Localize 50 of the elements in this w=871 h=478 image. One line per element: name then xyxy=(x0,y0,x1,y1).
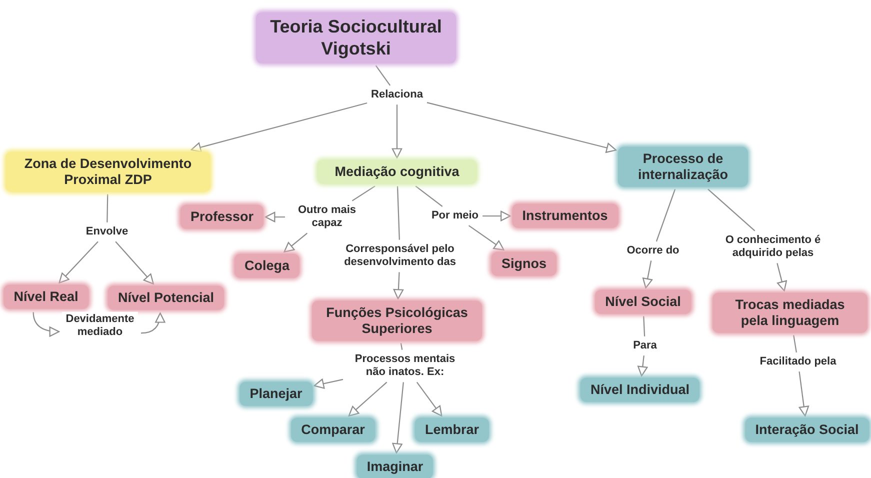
connector-line xyxy=(400,343,403,350)
linking-phrase: Facilitado pela xyxy=(758,354,838,370)
arrow xyxy=(416,382,442,416)
connector-line xyxy=(352,186,376,202)
arrow xyxy=(284,232,308,252)
arrow xyxy=(392,104,402,158)
connector-line xyxy=(793,335,797,352)
concept-box: Planejar xyxy=(240,382,312,406)
arrow xyxy=(348,382,388,416)
arrow xyxy=(426,102,617,153)
connector-line xyxy=(656,189,676,242)
concept-box: Professor xyxy=(180,204,264,230)
arrow xyxy=(190,102,368,152)
concept-box: Interação Social xyxy=(745,418,869,442)
arrow xyxy=(314,378,344,389)
concept-box: Imaginar xyxy=(356,454,434,478)
concept-box: Nível Real xyxy=(4,284,88,310)
concept-box: Comparar xyxy=(291,418,375,442)
arrow xyxy=(482,210,511,222)
concept-box: Mediação cognitiva xyxy=(317,160,477,184)
arrow xyxy=(58,241,98,284)
arrow xyxy=(776,263,787,292)
arrow xyxy=(468,225,504,250)
connector-line xyxy=(375,65,391,86)
connector-line xyxy=(396,186,400,240)
concept-box: Colega xyxy=(234,254,300,278)
concept-box: Nível Individual xyxy=(580,378,700,402)
arrow xyxy=(638,356,648,376)
connector-line xyxy=(643,316,646,336)
arrow xyxy=(393,272,404,300)
concept-box: Signos xyxy=(492,252,556,276)
concept-box: Processo de internalização xyxy=(618,146,748,188)
concept-box: Funções Psicológicas Superiores xyxy=(312,300,482,342)
arrow xyxy=(32,312,60,336)
arrow xyxy=(115,241,154,284)
concept-box: Zona de Desenvolvimento Proximal ZDP xyxy=(6,152,210,192)
arrow xyxy=(140,312,165,334)
arrow xyxy=(798,372,810,416)
concept-box: Trocas mediadas pela linguagem xyxy=(712,292,868,334)
concept-box: Instrumentos xyxy=(512,204,618,228)
title-box: Teoria Sociocultural Vigotski xyxy=(256,12,456,64)
connector-line xyxy=(106,194,108,222)
arrow xyxy=(264,212,285,222)
concept-box: Nível Social xyxy=(595,290,691,314)
arrow xyxy=(392,382,404,454)
arrow xyxy=(642,260,653,288)
connector-line xyxy=(708,188,756,232)
concept-box: Lembrar xyxy=(414,418,490,442)
concept-box: Nível Potencial xyxy=(108,286,224,310)
connector-line xyxy=(415,186,443,207)
